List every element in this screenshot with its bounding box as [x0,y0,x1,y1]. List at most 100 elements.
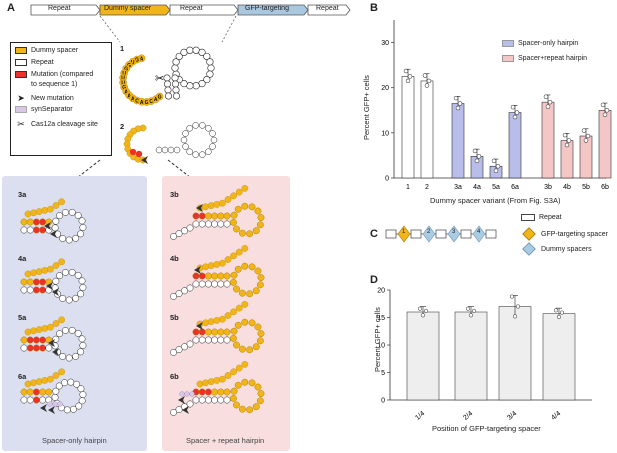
data-point [545,104,551,109]
nucleotide [192,272,200,280]
construct-c [385,225,497,243]
nucleotide-repeat [241,262,249,270]
data-point [515,304,521,309]
scissors-icon: ✂ [17,119,25,129]
nucleotide-repeat [256,281,264,289]
nucleotide-repeat [234,205,242,213]
nucleotide-repeat [72,234,80,242]
nucleotide-repeat [203,75,211,84]
nucleotide-repeat [252,227,260,235]
nucleotide [32,286,40,294]
nucleotide-spacer [235,248,243,256]
nucleotide-spacer [24,328,32,336]
nucleotide-repeat [175,406,183,414]
nucleotide-repeat [209,143,216,150]
hairpin [20,198,87,244]
nucleotide [39,278,47,286]
nucleotide-repeat [233,285,240,293]
nucleotide [198,336,206,344]
nucleotide-spacer [235,304,243,312]
data-point [604,108,610,113]
nucleotide-spacer [35,378,43,385]
nucleotide-spacer [207,318,215,325]
nucleotide-repeat [67,378,75,386]
nucleotide [32,388,40,396]
nucleotide [192,212,200,220]
nucleotide-repeat [238,289,246,297]
nucleotide-letter: U [122,71,126,77]
segment-gfp-targeting: GFP-targeting [245,5,289,12]
arrowhead-icon [178,396,185,404]
data-point [471,308,477,313]
nucleotide-spacer [207,202,215,209]
nucleotide-repeat [186,125,193,132]
bar [406,311,440,401]
nucleotide-repeat [234,321,242,329]
nucleotide-repeat [175,230,183,238]
data-point [510,104,516,110]
nucleotide [223,396,231,404]
nucleotide [223,280,231,288]
hairpin-2 [123,122,218,164]
nucleotide-spacer [213,261,221,268]
nucleotide-spacer [235,364,243,372]
nucleotide-repeat [68,268,76,276]
nucleotide [211,336,219,344]
bar [541,101,555,179]
y-tick-label: 10 [377,343,385,350]
hairpin-label-5a: 5a [18,313,27,322]
nucleotide-repeat [252,343,260,351]
legend-swatch-synseparator [15,106,27,113]
nucleotide-spacer [202,203,209,211]
nucleotide-repeat [164,92,172,100]
nucleotide-repeat [246,406,254,414]
data-point [468,313,474,318]
nucleotide [20,278,28,286]
data-point [493,168,499,174]
nucleotide-spacer [47,205,54,213]
segment-repeat-3: Repeat [316,5,339,12]
nucleotide [32,396,40,404]
repeat-box [485,229,497,239]
nucleotide-repeat [181,287,188,295]
nucleotide-repeat [77,348,85,356]
repeat-box [460,229,472,239]
nucleotide-spacer [202,379,209,387]
nucleotide [211,280,219,288]
nucleotide [39,396,47,404]
nucleotide-repeat [230,211,238,219]
hairpin-label-5b: 5b [170,313,179,322]
nucleotide [217,272,225,280]
nucleotide-repeat [233,225,240,233]
nucleotide-repeat [170,348,177,356]
nucleotide-repeat [248,319,256,327]
nucleotide-mutation [135,150,143,158]
nucleotide-spacer [35,208,43,215]
hairpin-label-2: 2 [120,122,125,131]
y-tick-label: 0 [381,398,385,405]
nucleotide-spacer [58,258,65,266]
nucleotide-repeat [79,342,87,349]
nucleotide-repeat [74,329,82,337]
nucleotide-spacer [155,92,164,101]
nucleotide [20,218,28,226]
nucleotide-repeat [59,353,67,360]
nucleotide-spacer [24,270,32,278]
scissors-icon: ✂ [155,73,164,85]
hairpin [20,316,87,362]
chart-d-ylabel: Percent GFP+ cells [373,307,382,372]
nucleotide [45,344,53,352]
nucleotide [192,336,200,344]
construct-node-1: 1 [402,229,406,235]
data-point [472,148,478,154]
nucleotide [39,388,47,396]
nucleotide-spacer [230,368,237,376]
nucleotide-spacer [241,361,249,368]
nucleotide-repeat [180,79,188,88]
nucleotide-spacer [224,312,232,319]
nucleotide-repeat [77,385,85,393]
nucleotide-repeat [56,212,64,220]
nucleotide [217,396,225,404]
nucleotide-repeat [69,405,77,413]
